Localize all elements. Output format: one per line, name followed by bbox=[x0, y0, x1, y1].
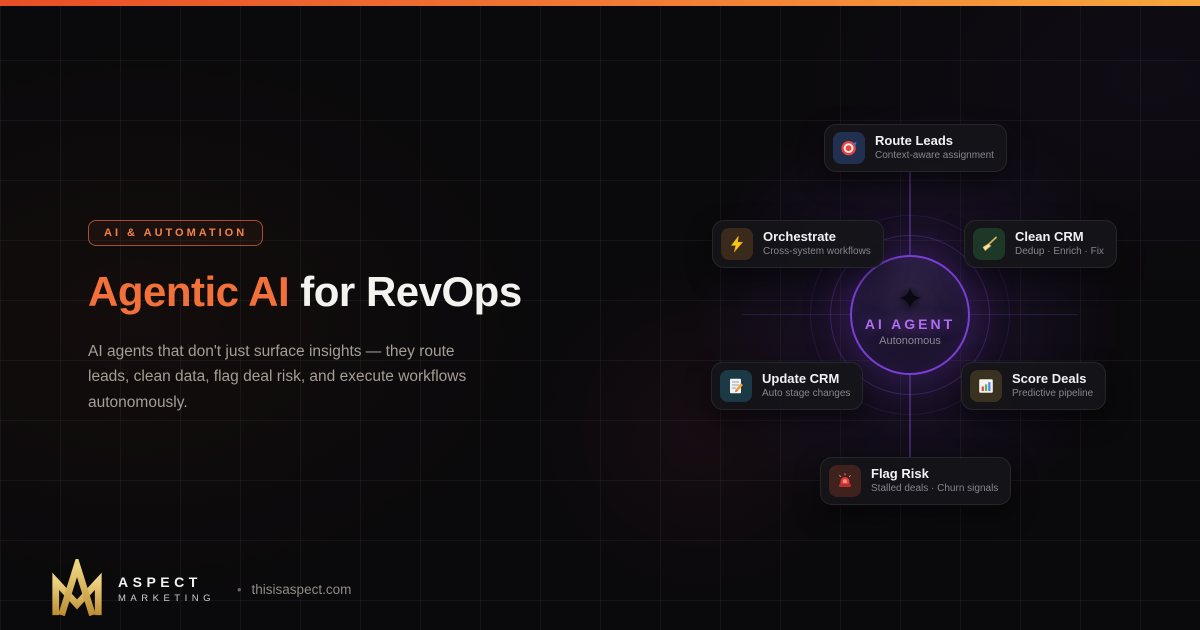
node-subtitle: Dedup · Enrich · Fix bbox=[1015, 246, 1104, 258]
brand-name: ASPECT bbox=[118, 574, 202, 590]
connector-top bbox=[909, 172, 911, 256]
node-update-crm[interactable]: Update CRM Auto stage changes bbox=[711, 362, 864, 410]
node-subtitle: Stalled deals · Churn signals bbox=[871, 483, 999, 495]
website-link[interactable]: thisisaspect.com bbox=[251, 581, 352, 597]
orbit-ring-outer bbox=[810, 215, 1010, 415]
target-icon bbox=[833, 132, 865, 164]
bar-chart-icon bbox=[970, 370, 1002, 402]
node-title: Score Deals bbox=[1012, 370, 1087, 386]
node-title: Flag Risk bbox=[871, 465, 929, 481]
ai-agent-label: AI AGENT bbox=[864, 316, 956, 332]
node-title: Orchestrate bbox=[763, 228, 836, 244]
node-subtitle: Context-aware assignment bbox=[875, 150, 994, 162]
category-badge: AI & AUTOMATION bbox=[88, 220, 264, 246]
page-title: Agentic AI for RevOps bbox=[88, 268, 522, 315]
connector-right bbox=[970, 314, 1078, 315]
node-score-deals[interactable]: Score Deals Predictive pipeline bbox=[961, 362, 1107, 410]
brand-subtitle: MARKETING bbox=[118, 593, 215, 604]
lightning-icon bbox=[721, 228, 753, 260]
aspect-logo-icon bbox=[52, 559, 102, 617]
node-title: Clean CRM bbox=[1015, 228, 1084, 244]
sparkle-icon bbox=[899, 287, 921, 309]
node-title: Update CRM bbox=[762, 370, 840, 386]
node-flag-risk[interactable]: Flag Risk Stalled deals · Churn signals bbox=[820, 457, 1012, 505]
footer-brand: ASPECT MARKETING • thisisaspect.com bbox=[48, 559, 351, 619]
connector-left bbox=[742, 314, 850, 315]
ai-agent-hub: AI AGENT Autonomous bbox=[850, 255, 970, 375]
description-text: AI agents that don't just surface insigh… bbox=[88, 343, 467, 411]
node-orchestrate[interactable]: Orchestrate Cross-system workflows bbox=[712, 220, 884, 268]
node-subtitle: Cross-system workflows bbox=[763, 246, 871, 258]
node-route-leads[interactable]: Route Leads Context-aware assignment bbox=[824, 124, 1007, 172]
page-title-rest: for RevOps bbox=[289, 268, 522, 315]
node-subtitle: Predictive pipeline bbox=[1012, 388, 1094, 400]
connector-bottom bbox=[909, 374, 911, 458]
broom-icon bbox=[973, 228, 1005, 260]
top-accent-bar bbox=[0, 0, 1200, 6]
footer-separator-dot: • bbox=[236, 581, 242, 597]
node-title: Route Leads bbox=[875, 132, 954, 148]
siren-icon bbox=[829, 465, 861, 497]
page-title-highlight: Agentic AI bbox=[88, 268, 290, 315]
node-clean-crm[interactable]: Clean CRM Dedup · Enrich · Fix bbox=[964, 220, 1117, 268]
ai-agent-sublabel: Autonomous bbox=[879, 335, 941, 347]
node-subtitle: Auto stage changes bbox=[762, 388, 851, 400]
memo-icon bbox=[720, 370, 752, 402]
